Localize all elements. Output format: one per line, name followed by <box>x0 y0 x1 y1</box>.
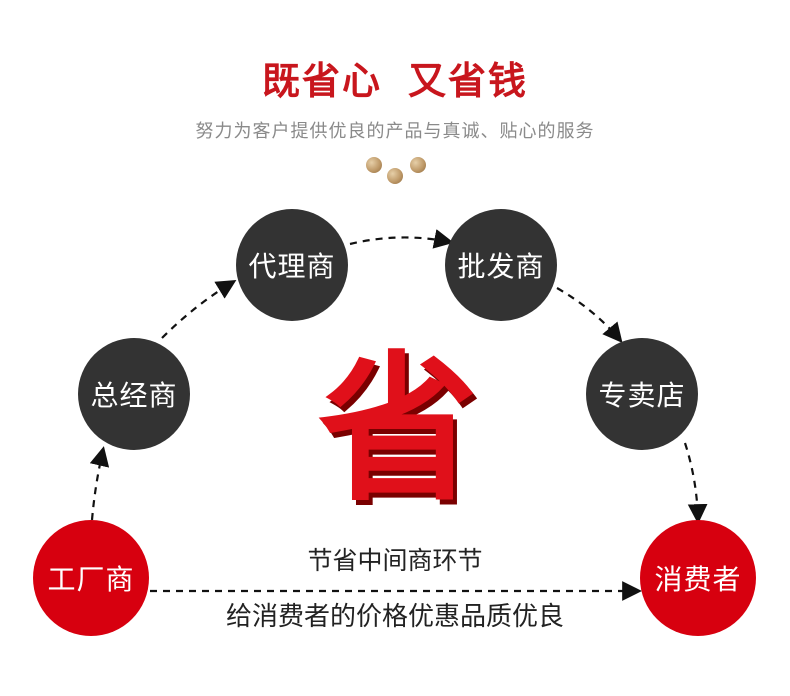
node-specialty-store-label: 专卖店 <box>598 379 686 412</box>
node-factory: 工厂商 <box>33 520 149 636</box>
caption-line-2: 给消费者的价格优惠品质优良 <box>225 602 564 632</box>
center-save-character: 省 <box>318 336 479 523</box>
title-part-2: 又省钱 <box>408 58 529 103</box>
node-agent: 代理商 <box>236 209 348 321</box>
node-specialty-store: 专卖店 <box>586 338 698 450</box>
node-general-distributor: 总经商 <box>78 338 190 450</box>
page-title: 既省心又省钱 <box>0 50 790 105</box>
arrow-store-to-consumer <box>683 442 708 524</box>
arrow-agent-to-wholesaler <box>349 229 454 249</box>
title-part-1: 既省心 <box>261 58 382 103</box>
arrow-wholesaler-to-store <box>556 287 623 344</box>
node-wholesaler: 批发商 <box>445 209 557 321</box>
subtitle: 努力为客户提供优良的产品与真诚、贴心的服务 <box>195 121 595 142</box>
node-wholesaler-label: 批发商 <box>457 250 545 283</box>
arrow-general-to-agent <box>161 279 237 339</box>
node-factory-label: 工厂商 <box>47 563 135 596</box>
node-agent-label: 代理商 <box>248 250 336 283</box>
decorative-dot-right <box>410 157 426 173</box>
caption-line-1: 节省中间商环节 <box>307 546 483 575</box>
arrow-factory-to-general <box>89 446 110 521</box>
node-general-distributor-label: 总经商 <box>90 379 178 412</box>
decorative-dot-left <box>366 157 382 173</box>
node-consumer-label: 消费者 <box>654 563 742 596</box>
node-consumer: 消费者 <box>640 520 756 636</box>
decorative-dot-middle <box>387 168 403 184</box>
